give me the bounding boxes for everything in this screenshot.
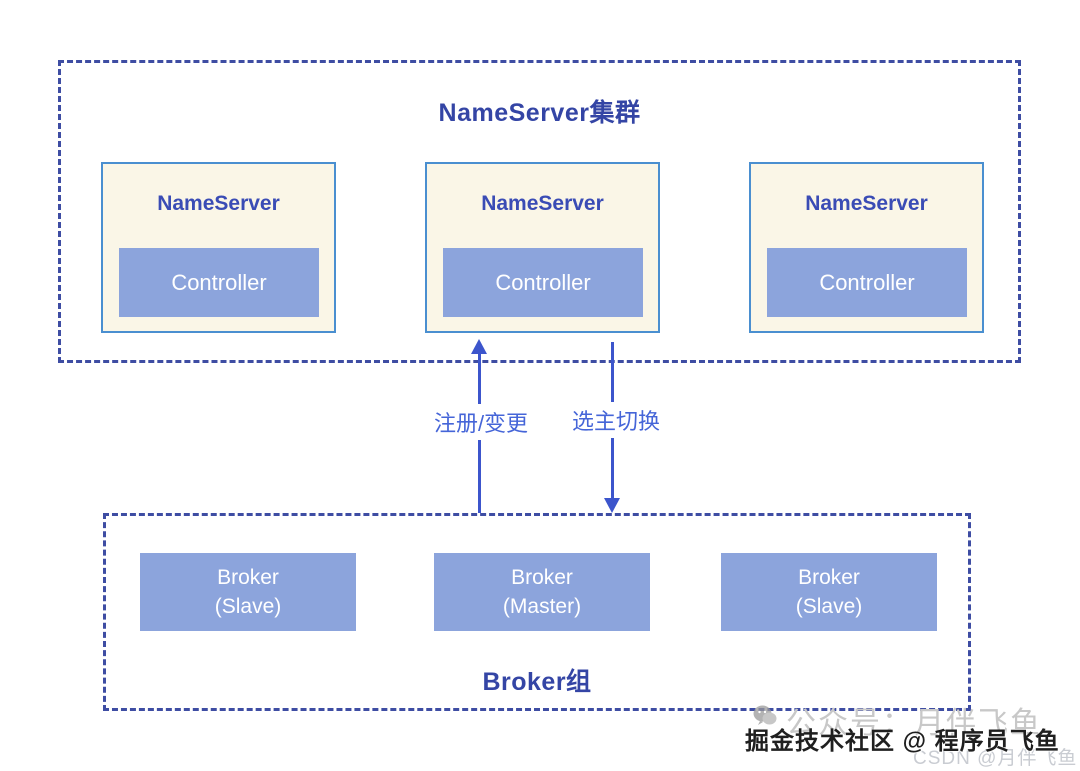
broker-node-slave-1: Broker (Slave) <box>140 553 356 631</box>
broker-node-line1: Broker <box>217 566 279 589</box>
broker-group: Broker组 <box>103 513 971 711</box>
nameserver-cluster-title: NameServer集群 <box>438 99 641 127</box>
watermark-dark-text: 掘金技术社区 @ 程序员飞鱼 <box>745 728 1060 755</box>
broker-node-line1: Broker <box>511 566 573 589</box>
watermark-gray-lower-text: CSDN @月伴飞鱼 <box>913 748 1078 769</box>
arrow-up-head-icon <box>471 339 487 354</box>
broker-node-line2: (Slave) <box>795 595 863 618</box>
nameserver-node-label: NameServer <box>157 192 280 215</box>
broker-node-line1: Broker <box>798 566 860 589</box>
nameserver-node-3: NameServer Controller <box>749 162 984 333</box>
nameserver-node-label: NameServer <box>481 192 604 215</box>
flow-label-register: 注册/变更 <box>427 404 535 440</box>
broker-node-line2: (Slave) <box>214 595 282 618</box>
flow-label-leader-switch: 选主切换 <box>565 402 667 438</box>
nameserver-node-label: NameServer <box>805 192 928 215</box>
nameserver-cluster-group: NameServer集群 <box>58 60 1021 363</box>
broker-node-master: Broker (Master) <box>434 553 650 631</box>
watermark-gray-upper-text: 公众号：月伴飞鱼 <box>786 707 1042 740</box>
controller-node: Controller <box>767 248 967 317</box>
broker-group-title: Broker组 <box>482 668 592 696</box>
nameserver-node-2: NameServer Controller <box>425 162 660 333</box>
broker-node-line2: (Master) <box>502 595 582 618</box>
nameserver-node-1: NameServer Controller <box>101 162 336 333</box>
arrow-down-head-icon <box>604 498 620 513</box>
watermark-gray-upper: 公众号：月伴飞鱼 <box>752 698 1042 742</box>
controller-node: Controller <box>119 248 319 317</box>
wechat-icon <box>752 703 778 737</box>
broker-node-slave-2: Broker (Slave) <box>721 553 937 631</box>
controller-node: Controller <box>443 248 643 317</box>
